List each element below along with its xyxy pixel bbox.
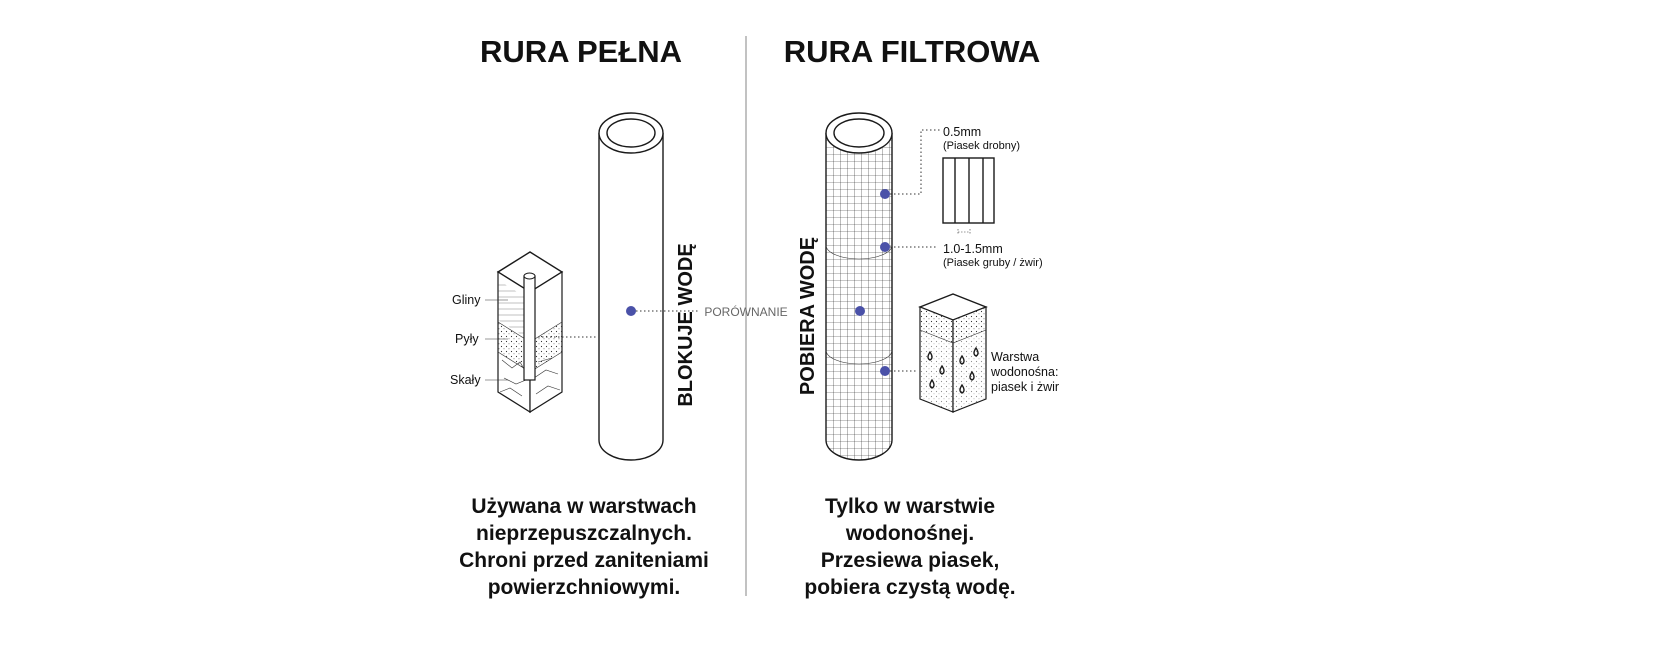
aquifer-label-line-1: Warstwa [991,350,1039,364]
slot-detail-illustration [942,157,995,235]
filter-marker-dot-4 [880,366,890,376]
slot-leader-line [890,129,940,195]
layer-label-rock: Skały [450,373,481,387]
layer-label-silt: Pyły [455,332,479,346]
left-caption-line-2: nieprzepuszczalnych. [476,522,692,545]
slot-note-coarse: (Piasek gruby / żwir) [943,257,1043,269]
filter-marker-dot-3 [855,306,865,316]
blocks-water-label: BLOKUJE WODĘ [675,243,697,406]
left-marker-dot [626,306,636,316]
soil-block-illustration [496,251,564,414]
aquifer-label-line-3: piasek i żwir [991,380,1059,394]
takes-water-label: POBIERA WODĘ [797,237,819,395]
slot-size-fine: 0.5mm [943,125,981,139]
right-caption-line-1: Tylko w warstwie [825,495,995,518]
right-caption-line-2: wodonośnej. [845,522,974,545]
comparison-label: PORÓWNANIE [704,304,787,319]
aquifer-block-illustration [918,293,988,413]
right-title: RURA FILTROWA [784,34,1041,69]
layer-label-clay: Gliny [452,293,481,307]
left-caption-line-4: powierzchniowymi. [488,576,681,599]
aquifer-label-line-2: wodonośna: [990,365,1058,379]
filter-marker-dot-1 [880,189,890,199]
right-caption-line-4: pobiera czystą wodę. [804,576,1015,599]
right-caption-line-3: Przesiewa piasek, [821,549,1000,572]
filter-pipe-illustration [825,112,893,461]
slot-size-coarse: 1.0-1.5mm [943,242,1003,256]
left-caption-line-3: Chroni przed zaniteniami [459,549,709,572]
left-title: RURA PEŁNA [480,34,682,69]
left-caption-line-1: Używana w warstwach [471,495,696,518]
filter-marker-dot-2 [880,242,890,252]
solid-pipe-illustration [598,112,664,461]
slot-note-fine: (Piasek drobny) [943,140,1020,152]
